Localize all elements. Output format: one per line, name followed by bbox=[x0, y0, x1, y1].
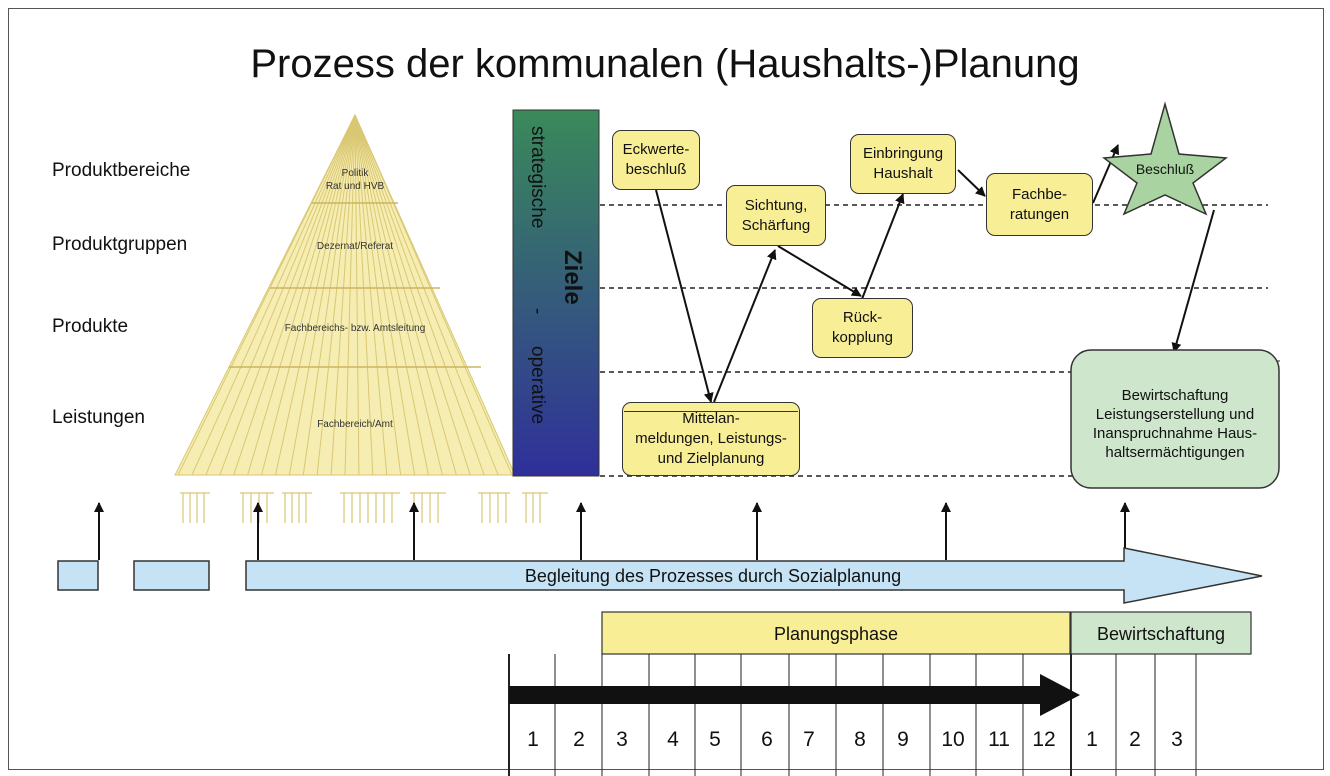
pyramid-ray bbox=[288, 114, 356, 476]
pyramid-ray bbox=[354, 114, 429, 476]
hierarchy-pyramid: Politik Rat und HVB Dezernat/Referat Fac… bbox=[174, 113, 548, 523]
bewirtschaftung-box-text: Bewirtschaftung Leistungserstellung und … bbox=[1092, 387, 1258, 461]
month-tick: 2 bbox=[573, 728, 585, 751]
month-tick: 3 bbox=[1171, 728, 1183, 751]
level-label-leistungen: Leistungen bbox=[52, 407, 145, 428]
small-process-box-1 bbox=[57, 560, 99, 591]
pyramid-ray bbox=[177, 114, 356, 476]
month-tick: 3 bbox=[616, 728, 628, 751]
pyramid-ray bbox=[354, 114, 499, 476]
bewirtschaftung-box bbox=[1070, 349, 1280, 489]
month-tick: 5 bbox=[709, 728, 721, 751]
pyramid-ray bbox=[354, 114, 402, 476]
pyramid-ray bbox=[274, 114, 356, 476]
month-tick: 10 bbox=[941, 728, 965, 751]
pyramid-ray bbox=[191, 114, 356, 476]
execution-phase-label: Bewirtschaftung bbox=[1097, 624, 1225, 644]
process-arrow-label: Begleitung des Prozesses durch Sozialpla… bbox=[525, 566, 901, 586]
timeline-arrow bbox=[509, 674, 1080, 716]
goals-ziele-label: Ziele bbox=[559, 250, 586, 305]
beschluss-label: Beschluß bbox=[1136, 161, 1194, 177]
pyramid-ray bbox=[354, 114, 388, 476]
goals-strategic-label: strategische bbox=[527, 126, 548, 228]
box-rueckkopplung: Rück- kopplung bbox=[812, 298, 913, 358]
pyramid-ray bbox=[302, 114, 356, 476]
planning-phase-bar bbox=[601, 611, 1071, 655]
box-einbringung: Einbringung Haushalt bbox=[850, 134, 956, 194]
month-tick: 7 bbox=[803, 728, 815, 751]
month-tick: 4 bbox=[667, 728, 679, 751]
pyramid-tier4: Fachbereich/Amt bbox=[317, 419, 393, 430]
box-fachberatungen: Fachbe- ratungen bbox=[986, 173, 1093, 236]
pyramid-ray bbox=[354, 114, 374, 476]
pyramid-ray bbox=[354, 114, 485, 476]
box-mittelanmeldungen: Mittelan- meldungen, Leistungs- und Ziel… bbox=[622, 402, 800, 476]
goals-dash: - bbox=[527, 308, 548, 314]
pyramid-ray bbox=[219, 114, 356, 476]
box-sichtung: Sichtung, Schärfung bbox=[726, 185, 826, 246]
month-tick: 9 bbox=[897, 728, 909, 751]
pyramid-ray bbox=[261, 114, 356, 476]
pyramid-ray bbox=[354, 114, 360, 476]
pyramid-ray bbox=[330, 114, 356, 476]
month-tick: 11 bbox=[988, 728, 1010, 751]
pyramid-ray bbox=[354, 114, 416, 476]
pyramid-ray bbox=[316, 114, 356, 476]
pyramid-tier2: Dezernat/Referat bbox=[317, 241, 393, 252]
small-process-box-2 bbox=[133, 560, 210, 591]
pyramid-ray bbox=[354, 114, 513, 476]
beschluss-star bbox=[1101, 101, 1229, 216]
pyramid-ray bbox=[344, 114, 356, 476]
mittelanmeldungen-inner-line bbox=[624, 411, 798, 412]
pyramid-ray bbox=[354, 114, 457, 476]
planning-phase-label: Planungsphase bbox=[774, 624, 898, 644]
pyramid-tier3: Fachbereichs- bzw. Amtsleitung bbox=[285, 323, 426, 334]
timeline-grid bbox=[508, 654, 1197, 776]
month-tick: 1 bbox=[1086, 728, 1098, 751]
flow-arrows bbox=[655, 144, 1215, 403]
month-tick: 2 bbox=[1129, 728, 1141, 751]
pyramid-ray bbox=[247, 114, 356, 476]
pyramid-tier1-line1: Politik bbox=[342, 168, 370, 179]
box-eckwertebeschluss: Eckwerte- beschluß bbox=[612, 130, 700, 190]
diagram-title: Prozess der kommunalen (Haushalts-)Planu… bbox=[250, 42, 1080, 86]
execution-phase-bar bbox=[1070, 611, 1252, 655]
month-tick: 1 bbox=[527, 728, 539, 751]
goals-bar: strategische - operative Ziele bbox=[512, 109, 600, 477]
month-tick: 8 bbox=[854, 728, 866, 751]
pyramid-ray bbox=[354, 114, 443, 476]
process-arrow bbox=[245, 547, 1263, 604]
level-label-produktgruppen: Produktgruppen bbox=[52, 234, 188, 255]
pyramid-ray bbox=[205, 114, 356, 476]
pyramid-tier1-line2: Rat und HVB bbox=[326, 181, 385, 192]
pyramid-ray bbox=[233, 114, 356, 476]
pyramid-ray bbox=[354, 114, 471, 476]
level-label-produktbereiche: Produktbereiche bbox=[52, 160, 191, 181]
level-dashed-lines bbox=[600, 204, 1268, 477]
up-arrows bbox=[94, 502, 1130, 560]
month-tick: 6 bbox=[761, 728, 773, 751]
level-label-produkte: Produkte bbox=[52, 316, 129, 337]
goals-operative-label: operative bbox=[527, 346, 548, 424]
month-tick: 12 bbox=[1032, 728, 1056, 751]
